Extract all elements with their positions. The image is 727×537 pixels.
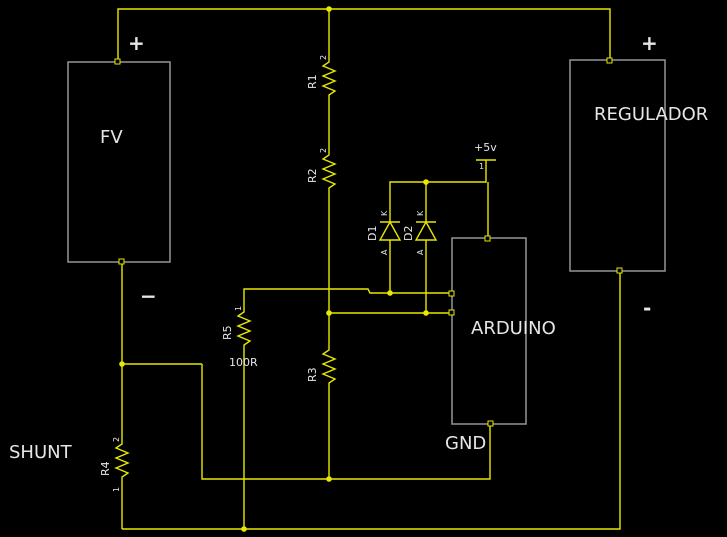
fv-plus-pin	[114, 58, 121, 65]
supply-label: +5v	[474, 141, 497, 154]
r5-pin-1: 1	[234, 306, 243, 311]
r3-label: R3	[306, 367, 319, 382]
arduino-a1-pin	[448, 309, 455, 316]
resistor-r4: R4 2 1	[99, 430, 130, 492]
d1-body	[378, 220, 402, 241]
arduino-label: ARDUINO	[471, 318, 556, 339]
junction-5v	[423, 179, 429, 185]
resistor-r2: R2 2	[306, 145, 337, 200]
fv-label: FV	[100, 127, 123, 148]
arduino-block: ARDUINO GND	[445, 235, 556, 454]
r5-zigzag	[236, 305, 252, 375]
d1-label: D1	[366, 226, 379, 241]
junction-divider	[326, 310, 332, 316]
regulador-minus-pin	[616, 267, 623, 274]
shunt-label: SHUNT	[9, 442, 73, 463]
fv-block: FV + −	[67, 31, 171, 308]
arduino-gnd-pin	[487, 420, 494, 427]
fv-minus-sign: −	[140, 284, 157, 308]
arduino-a0-pin	[448, 290, 455, 297]
junction-top	[326, 6, 332, 12]
regulador-box	[569, 59, 666, 272]
wires	[117, 8, 621, 530]
junction-gnd	[326, 476, 332, 482]
fv-minus-pin	[118, 258, 125, 265]
junction-shunt	[119, 361, 125, 367]
wire-5v-bus	[389, 172, 487, 212]
d2-label: D2	[402, 226, 415, 241]
r3-zigzag	[321, 338, 337, 398]
r4-label: R4	[99, 461, 112, 476]
diode-d1: D1 K A	[366, 210, 402, 255]
r2-pin-2: 2	[319, 148, 328, 153]
regulador-block: REGULADOR + -	[569, 31, 708, 320]
r1-zigzag	[321, 55, 337, 103]
r4-pin-2: 2	[112, 437, 121, 442]
junctions	[119, 6, 429, 532]
junction-d2	[423, 310, 429, 316]
supply-pin-number: 1	[479, 162, 484, 171]
d1-cathode-mark: K	[380, 210, 389, 216]
junction-d1	[387, 290, 393, 296]
wire-bottom-bus	[122, 270, 621, 530]
wire-top-bus	[117, 8, 611, 62]
regulador-label: REGULADOR	[594, 104, 708, 125]
fv-box	[67, 61, 171, 263]
r2-zigzag	[321, 145, 337, 200]
fv-plus-sign: +	[128, 31, 145, 55]
regulador-minus-sign: -	[643, 296, 651, 320]
gnd-label: GND	[445, 433, 486, 454]
r4-pin-1: 1	[112, 487, 121, 492]
d1-anode-mark: A	[380, 249, 389, 255]
arduino-5v-pin	[484, 235, 491, 242]
resistor-r3: R3	[306, 338, 337, 398]
d2-cathode-mark: K	[416, 210, 425, 216]
r1-pin-2: 2	[319, 55, 328, 60]
d2-anode-mark: A	[416, 249, 425, 255]
regulador-plus-pin	[606, 57, 613, 64]
r5-value: 100R	[229, 356, 258, 369]
r4-zigzag	[114, 430, 130, 486]
diode-d2: D2 K A	[402, 210, 438, 255]
resistor-r1: R1 2	[306, 55, 337, 103]
d2-body	[414, 220, 438, 241]
junction-bottom	[241, 526, 247, 532]
wire-r5-to-arduino	[243, 288, 452, 305]
r5-label: R5	[221, 325, 234, 340]
resistor-r5: R5 1 100R	[221, 305, 258, 375]
r1-label: R1	[306, 74, 319, 89]
wire-gnd-bus	[201, 364, 491, 480]
regulador-plus-sign: +	[641, 31, 658, 55]
r2-label: R2	[306, 168, 319, 183]
